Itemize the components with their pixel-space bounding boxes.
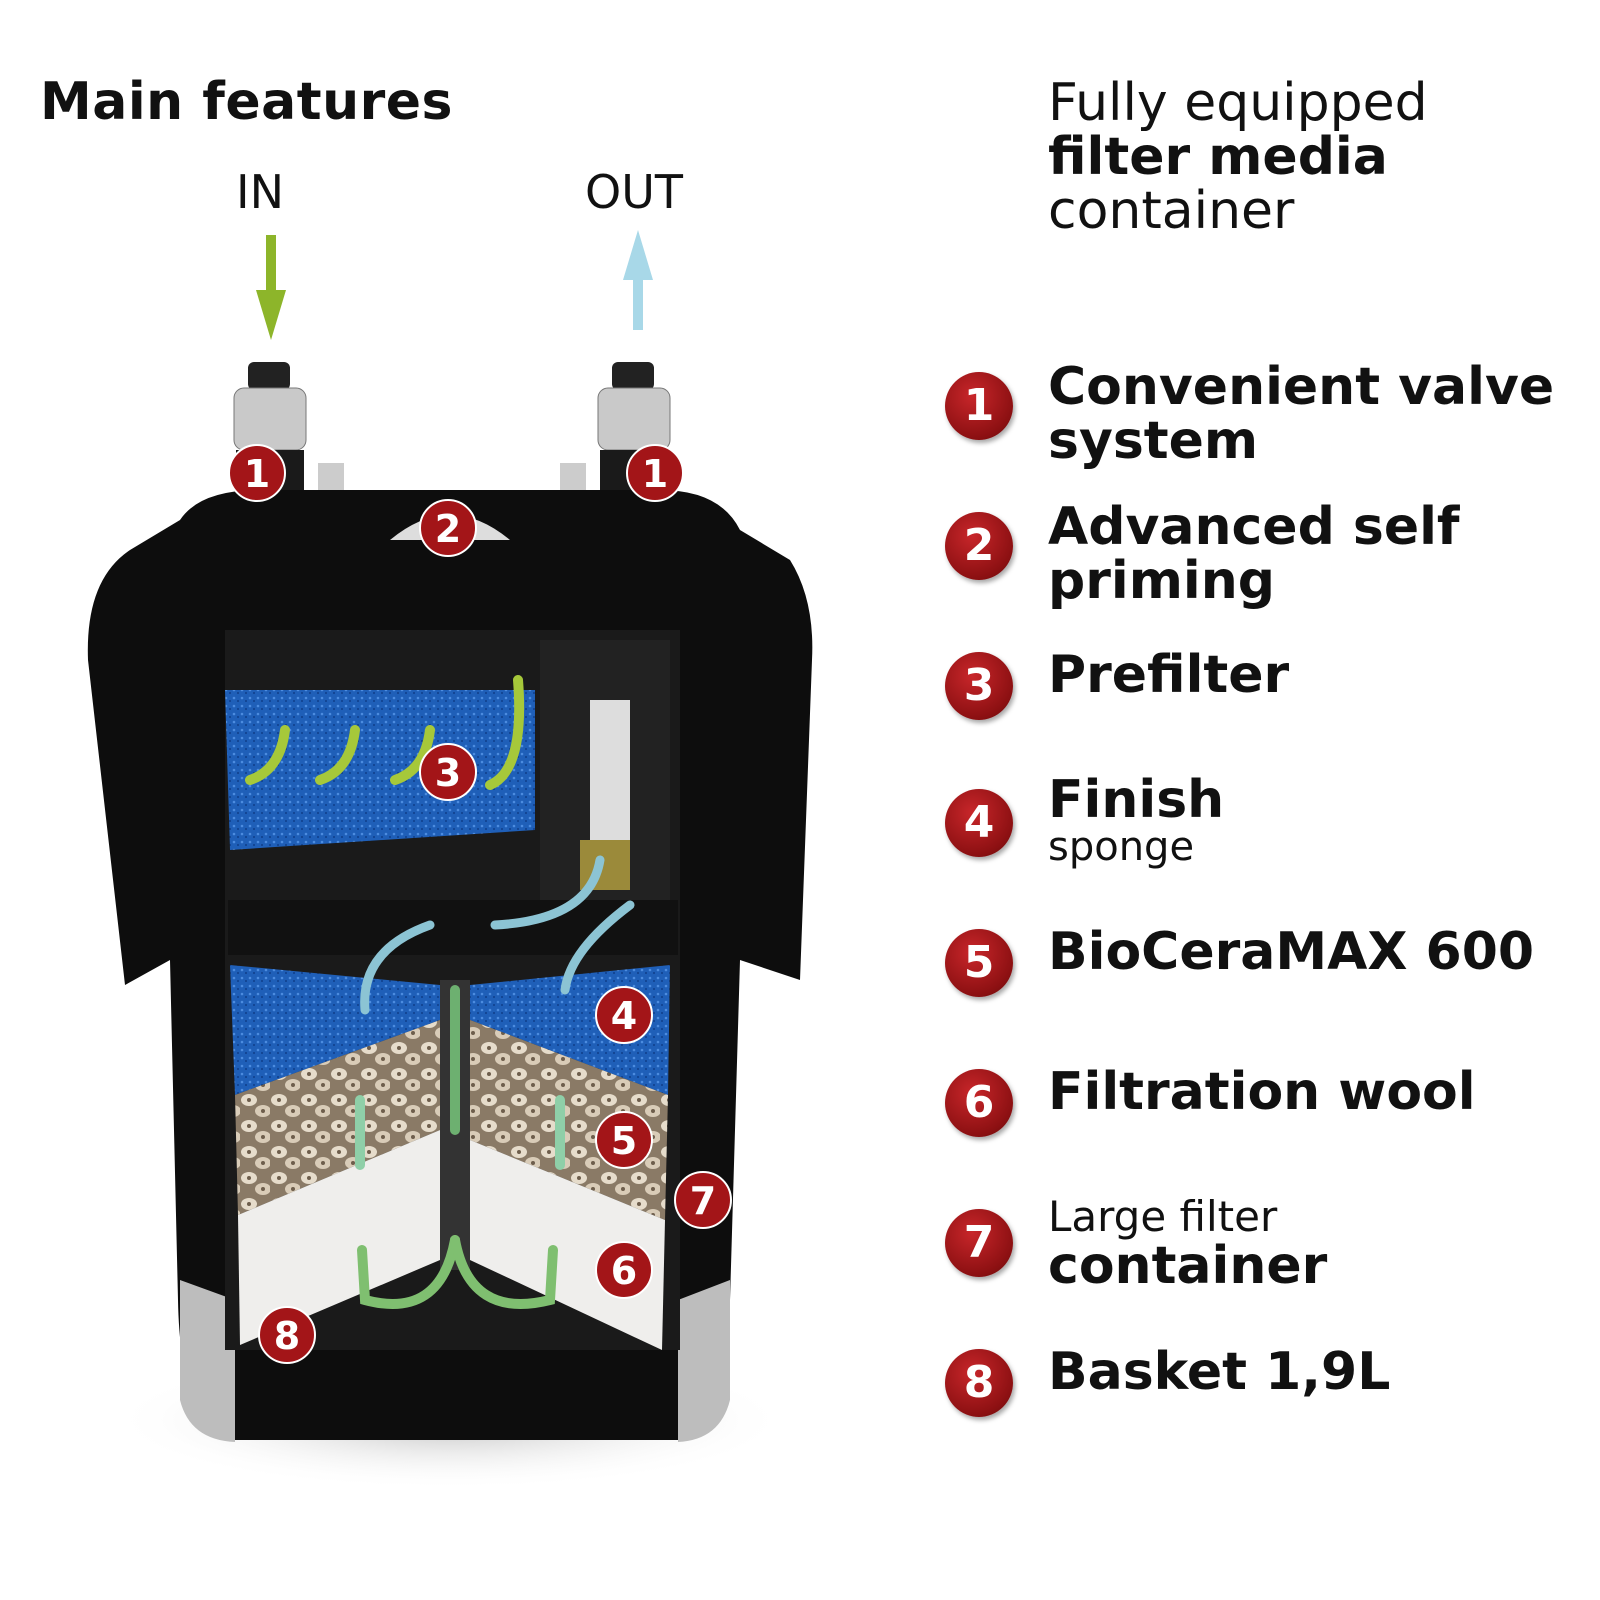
- svg-text:4: 4: [611, 994, 637, 1038]
- feature-label: Prefilter: [1048, 645, 1290, 705]
- feature-label: sponge: [1048, 824, 1195, 870]
- feature-label: priming: [1048, 551, 1275, 611]
- feature-8: 8 Basket 1,9L: [945, 1345, 1585, 1459]
- feature-label: system: [1048, 411, 1259, 471]
- diagram-badge-1b: 1: [626, 444, 684, 502]
- feature-5: 5 BioCeraMAX 600: [945, 925, 1585, 1039]
- feature-label: Filtration wool: [1048, 1062, 1476, 1122]
- svg-text:3: 3: [435, 751, 461, 795]
- number-badge: 6: [945, 1069, 1013, 1137]
- diagram-badge-5: 5: [595, 1111, 653, 1169]
- diagram-badge-7: 7: [674, 1171, 732, 1229]
- diagram-badge-3: 3: [419, 743, 477, 801]
- number-badge: 5: [945, 929, 1013, 997]
- number-badge: 4: [945, 789, 1013, 857]
- diagram-badge-1a: 1: [228, 444, 286, 502]
- svg-text:6: 6: [611, 1249, 637, 1293]
- number-badge: 8: [945, 1349, 1013, 1417]
- subtitle-line2: filter media: [1048, 127, 1388, 187]
- in-label: IN: [236, 165, 284, 219]
- number-badge: 1: [945, 372, 1013, 440]
- number-badge: 7: [945, 1209, 1013, 1277]
- out-label: OUT: [585, 165, 683, 219]
- out-arrow-icon: [623, 230, 653, 330]
- filter-illustration: 1 1 2 3 4 5 6 7 8: [87, 230, 813, 1490]
- feature-label: Finish: [1048, 770, 1225, 830]
- in-arrow-icon: [256, 235, 286, 340]
- subtitle-line3: container: [1048, 181, 1295, 241]
- feature-label: Basket 1,9L: [1048, 1342, 1391, 1402]
- bioceramax-media: [235, 1020, 440, 1215]
- subtitle-line1: Fully equipped: [1048, 73, 1428, 133]
- finish-sponge-left: [230, 965, 440, 1095]
- prefilter-sponge: [225, 690, 535, 850]
- diagram-badge-6: 6: [595, 1241, 653, 1299]
- diagram-badge-2: 2: [419, 499, 477, 557]
- feature-label: BioCeraMAX 600: [1048, 922, 1535, 982]
- svg-text:2: 2: [435, 507, 461, 551]
- diagram-badge-4: 4: [595, 986, 653, 1044]
- svg-text:5: 5: [611, 1119, 637, 1163]
- number-badge: 3: [945, 652, 1013, 720]
- svg-text:7: 7: [690, 1179, 716, 1223]
- feature-label: container: [1048, 1236, 1328, 1296]
- diagram-badge-8: 8: [258, 1306, 316, 1364]
- feature-label: Large filter: [1048, 1192, 1278, 1241]
- feature-3: 3 Prefilter: [945, 648, 1585, 762]
- main-title: Main features: [40, 72, 454, 132]
- feature-label: Convenient valve: [1048, 357, 1555, 417]
- feature-label: Advanced self: [1048, 497, 1460, 557]
- svg-text:8: 8: [274, 1314, 300, 1358]
- number-badge: 2: [945, 512, 1013, 580]
- feature-6: 6 Filtration wool: [945, 1065, 1585, 1179]
- subtitle: Fully equipped filter media container: [1048, 76, 1428, 238]
- svg-text:1: 1: [244, 452, 270, 496]
- svg-text:1: 1: [642, 452, 668, 496]
- filtration-wool: [238, 1130, 440, 1345]
